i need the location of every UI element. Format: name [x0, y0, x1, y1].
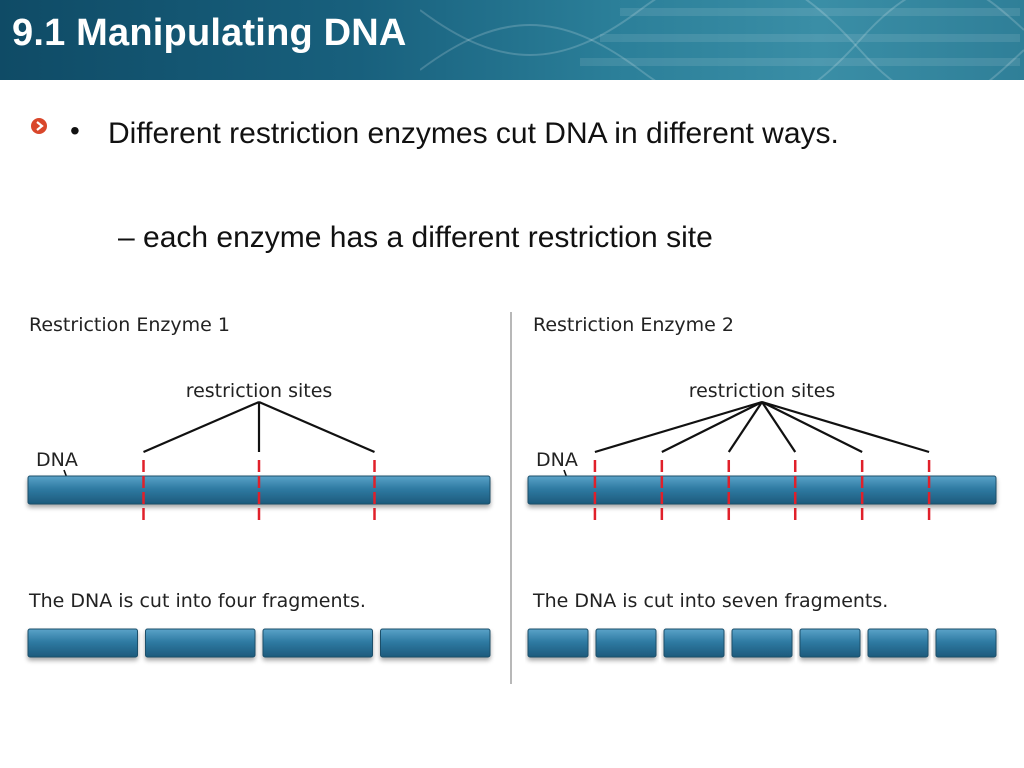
bullet-marker: •: [70, 115, 80, 146]
site-leader-line: [594, 400, 763, 454]
sub-bullet-text: – each enzyme has a different restrictio…: [118, 221, 713, 254]
dna-fragment: [595, 628, 657, 658]
restriction-enzyme-diagram: Restriction Enzyme 1 restriction sitesDNA…: [27, 312, 997, 684]
dna-fragment: [27, 628, 138, 658]
dna-fragment: [731, 628, 793, 658]
page-title: 9.1 Manipulating DNA: [12, 12, 407, 54]
site-leader-line: [143, 400, 260, 454]
bullet-arrow-icon: [31, 118, 47, 134]
restriction-sites-label: restriction sites: [689, 380, 836, 402]
bullet-text: Different restriction enzymes cut DNA in…: [108, 117, 839, 150]
dna-fragment: [380, 628, 491, 658]
dna-strand: [527, 475, 997, 505]
site-leader-line: [258, 400, 375, 454]
dna-fragment: [663, 628, 725, 658]
fragments-caption: The DNA is cut into four fragments.: [28, 590, 366, 612]
dna-fragment: [935, 628, 997, 658]
dna-fragment: [527, 628, 589, 658]
site-leader-line: [761, 401, 797, 453]
dna-fragment: [799, 628, 861, 658]
enzyme-panel-2: Restriction Enzyme 2 restriction sitesDNA…: [527, 314, 997, 658]
panel-heading: Restriction Enzyme 1: [29, 314, 230, 336]
header-bar: 9.1 Manipulating DNA: [0, 0, 1024, 80]
dna-label: DNA: [536, 449, 578, 471]
dna-label: DNA: [36, 449, 78, 471]
site-leader-line: [761, 400, 930, 454]
dna-fragment: [145, 628, 256, 658]
fragments-caption: The DNA is cut into seven fragments.: [532, 590, 888, 612]
dna-fragment: [262, 628, 373, 658]
restriction-sites-label: restriction sites: [186, 380, 333, 402]
site-leader-line: [761, 401, 863, 453]
site-leader-line: [661, 401, 763, 453]
dna-fragment: [867, 628, 929, 658]
panel-heading: Restriction Enzyme 2: [533, 314, 734, 336]
dna-helix-background-icon: [420, 0, 1024, 80]
site-leader-line: [727, 401, 763, 453]
enzyme-panel-1: Restriction Enzyme 1 restriction sitesDNA…: [27, 314, 491, 658]
